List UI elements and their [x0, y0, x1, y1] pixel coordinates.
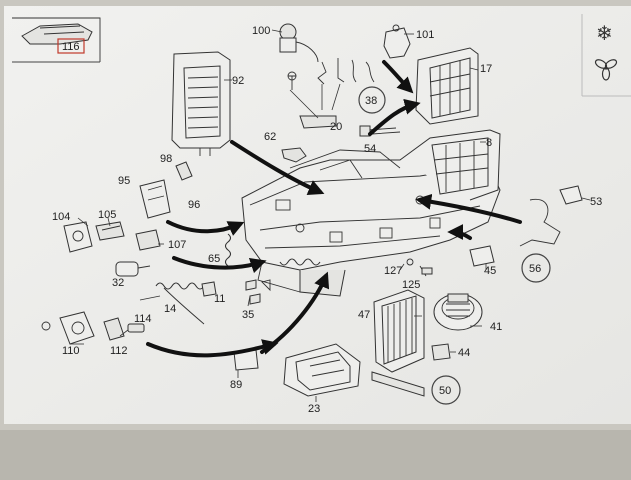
assembly-arrows: [146, 60, 522, 358]
component-44[interactable]: [431, 343, 451, 361]
label-8[interactable]: 8: [486, 137, 492, 149]
snowflake-icon[interactable]: ❄: [596, 21, 613, 45]
label-44[interactable]: 44: [458, 347, 470, 359]
component-11[interactable]: [201, 281, 217, 297]
label-105[interactable]: 105: [98, 209, 116, 221]
component-54[interactable]: [359, 125, 401, 137]
label-112[interactable]: 112: [110, 345, 128, 357]
component-14[interactable]: [155, 282, 205, 325]
component-112[interactable]: [103, 317, 125, 341]
label-45[interactable]: 45: [484, 265, 496, 277]
label-95[interactable]: 95: [118, 175, 130, 187]
component-110[interactable]: [41, 311, 95, 345]
component-100[interactable]: [279, 23, 319, 63]
label-107[interactable]: 107: [168, 239, 186, 251]
housing-spring: [279, 258, 321, 266]
label-23[interactable]: 23: [308, 403, 320, 415]
component-62[interactable]: [281, 147, 307, 163]
label-110[interactable]: 110: [62, 345, 80, 357]
label-54[interactable]: 54: [364, 143, 376, 155]
label-53[interactable]: 53: [590, 196, 602, 208]
component-17[interactable]: [415, 47, 479, 125]
label-38[interactable]: 38: [365, 95, 377, 107]
label-41[interactable]: 41: [490, 321, 502, 333]
label-62[interactable]: 62: [264, 131, 276, 143]
component-101[interactable]: [383, 24, 411, 59]
label-56[interactable]: 56: [529, 263, 541, 275]
label-14[interactable]: 14: [164, 303, 176, 315]
label-50[interactable]: 50: [439, 385, 451, 397]
label-92[interactable]: 92: [232, 75, 244, 87]
component-104[interactable]: [63, 221, 93, 253]
inset-ref-number: 116: [62, 41, 80, 53]
label-35[interactable]: 35: [242, 309, 254, 321]
component-125-127[interactable]: [406, 258, 433, 277]
component-98[interactable]: [175, 161, 193, 181]
label-17[interactable]: 17: [480, 63, 492, 75]
reference-circles: [358, 86, 551, 405]
label-11[interactable]: 11: [214, 293, 225, 305]
label-96[interactable]: 96: [188, 199, 200, 211]
clip-set-20[interactable]: [287, 58, 375, 129]
component-23[interactable]: [283, 343, 361, 397]
label-104[interactable]: 104: [52, 211, 70, 223]
inset-ref-box: [57, 38, 85, 54]
label-47[interactable]: 47: [358, 309, 370, 321]
component-107[interactable]: [135, 229, 161, 251]
component-105[interactable]: [95, 221, 125, 241]
component-45[interactable]: [469, 245, 495, 267]
circle-50: [431, 375, 461, 405]
component-65[interactable]: [224, 233, 232, 267]
housing-upper-8[interactable]: [399, 129, 501, 201]
label-98[interactable]: 98: [160, 153, 172, 165]
category-icons: ❄: [581, 14, 631, 97]
component-47-filter[interactable]: [373, 289, 425, 373]
inset-thumbnail[interactable]: 116: [12, 17, 101, 63]
component-114[interactable]: [127, 323, 145, 333]
component-41-blower[interactable]: [433, 293, 483, 331]
circle-38: [358, 86, 386, 114]
label-125[interactable]: 125: [402, 279, 420, 291]
component-53[interactable]: [559, 185, 583, 205]
component-56[interactable]: [519, 198, 561, 247]
label-89[interactable]: 89: [230, 379, 242, 391]
leader-lines: [70, 29, 591, 402]
component-35[interactable]: [245, 279, 271, 305]
svg-text:❄: ❄: [596, 21, 613, 45]
label-127[interactable]: 127: [384, 265, 402, 277]
component-50[interactable]: [371, 371, 425, 397]
component-95[interactable]: [139, 179, 171, 219]
fan-icon[interactable]: [594, 58, 618, 81]
label-114[interactable]: 114: [134, 313, 152, 325]
label-100[interactable]: 100: [252, 25, 270, 37]
label-32[interactable]: 32: [112, 277, 124, 289]
component-32[interactable]: [115, 261, 151, 277]
part-labels: 100 101 92 17 38 20 62 54 8 98 95 96 104…: [52, 25, 602, 415]
label-65[interactable]: 65: [208, 253, 220, 265]
component-92[interactable]: [171, 51, 231, 156]
circle-56: [521, 253, 551, 283]
label-101[interactable]: 101: [416, 29, 434, 41]
label-20[interactable]: 20: [330, 121, 342, 133]
